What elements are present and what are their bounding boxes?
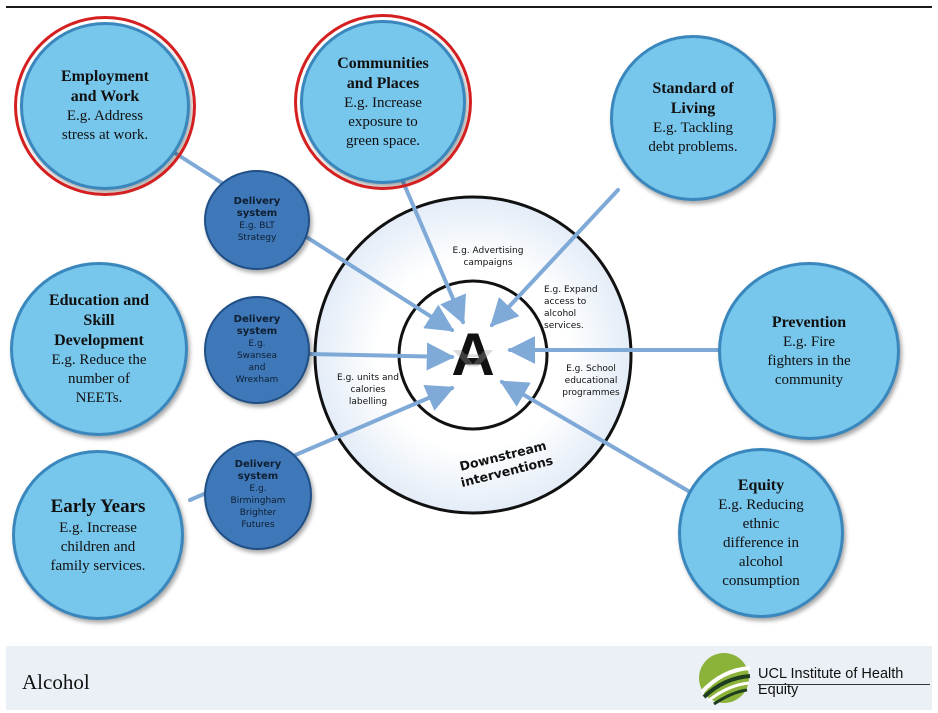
delivery-title: Delivery system xyxy=(233,196,281,219)
footer-bar: Alcohol UCL Institute of Health Equity xyxy=(6,646,932,710)
delivery-system-birmingham: Delivery system E.g. Birmingham Brighter… xyxy=(204,440,312,550)
node-communities-places: Communities and Places E.g. Increase exp… xyxy=(294,14,472,190)
top-rule xyxy=(6,6,932,8)
node-education-skill: Education and Skill Development E.g. Red… xyxy=(10,262,188,436)
delivery-system-swansea: Delivery system E.g. Swansea and Wrexham xyxy=(204,296,310,404)
node-desc: E.g. Increase children and family servic… xyxy=(50,519,146,574)
delivery-system-blt: Delivery system E.g. BLT Strategy xyxy=(204,170,310,270)
node-desc: E.g. Reduce the number of NEETs. xyxy=(51,351,147,406)
ring-label-expand-access: E.g. Expand access to alcohol services. xyxy=(544,285,598,331)
node-desc: E.g. Tackling debt problems. xyxy=(648,120,738,155)
node-title: Early Years xyxy=(50,495,146,517)
delivery-title: Delivery system xyxy=(234,459,282,482)
delivery-desc: E.g. BLT Strategy xyxy=(237,221,277,243)
node-early-years: Early Years E.g. Increase children and f… xyxy=(12,450,184,620)
node-title: Prevention xyxy=(771,313,847,331)
node-standard-of-living: Standard of Living E.g. Tackling debt pr… xyxy=(610,35,776,201)
node-prevention: Prevention E.g. Fire fighters in the com… xyxy=(718,262,900,440)
ring-label-units-calories: E.g. units and calories labelling xyxy=(337,373,399,407)
ring-label-advertising: E.g. Advertising campaigns xyxy=(452,246,524,268)
ring-label-school: E.g. School educational programmes xyxy=(562,364,620,398)
node-desc: E.g. Increase exposure to green space. xyxy=(344,94,422,149)
ucl-ihe-logo-icon xyxy=(699,653,751,706)
node-employment-work: Employment and Work E.g. Address stress … xyxy=(14,16,196,196)
delivery-desc: E.g. Swansea and Wrexham xyxy=(235,339,279,385)
node-title: Communities and Places xyxy=(337,54,429,92)
center-letter-reflection: A xyxy=(451,344,495,372)
node-desc: E.g. Fire fighters in the community xyxy=(767,333,851,388)
arrow-equity xyxy=(499,380,692,494)
node-title: Equity xyxy=(737,476,785,494)
node-title: Employment and Work xyxy=(61,68,149,105)
delivery-title: Delivery system xyxy=(233,314,281,337)
center-letter: A xyxy=(451,321,495,388)
node-title: Education and Skill Development xyxy=(48,291,150,349)
arrow-standard xyxy=(490,188,620,328)
delivery-desc: E.g. Birmingham Brighter Futures xyxy=(230,484,286,530)
footer-title: Alcohol xyxy=(22,670,90,694)
node-equity: Equity E.g. Reducing ethnic difference i… xyxy=(678,448,844,618)
logo-text: UCL Institute of Health Equity xyxy=(758,666,904,698)
node-title: Standard of Living xyxy=(652,80,734,117)
logo-rule xyxy=(758,684,930,685)
node-desc: E.g. Address stress at work. xyxy=(61,108,149,143)
arrow-communities xyxy=(396,168,466,325)
node-desc: E.g. Reducing ethnic difference in alcoh… xyxy=(718,496,804,589)
